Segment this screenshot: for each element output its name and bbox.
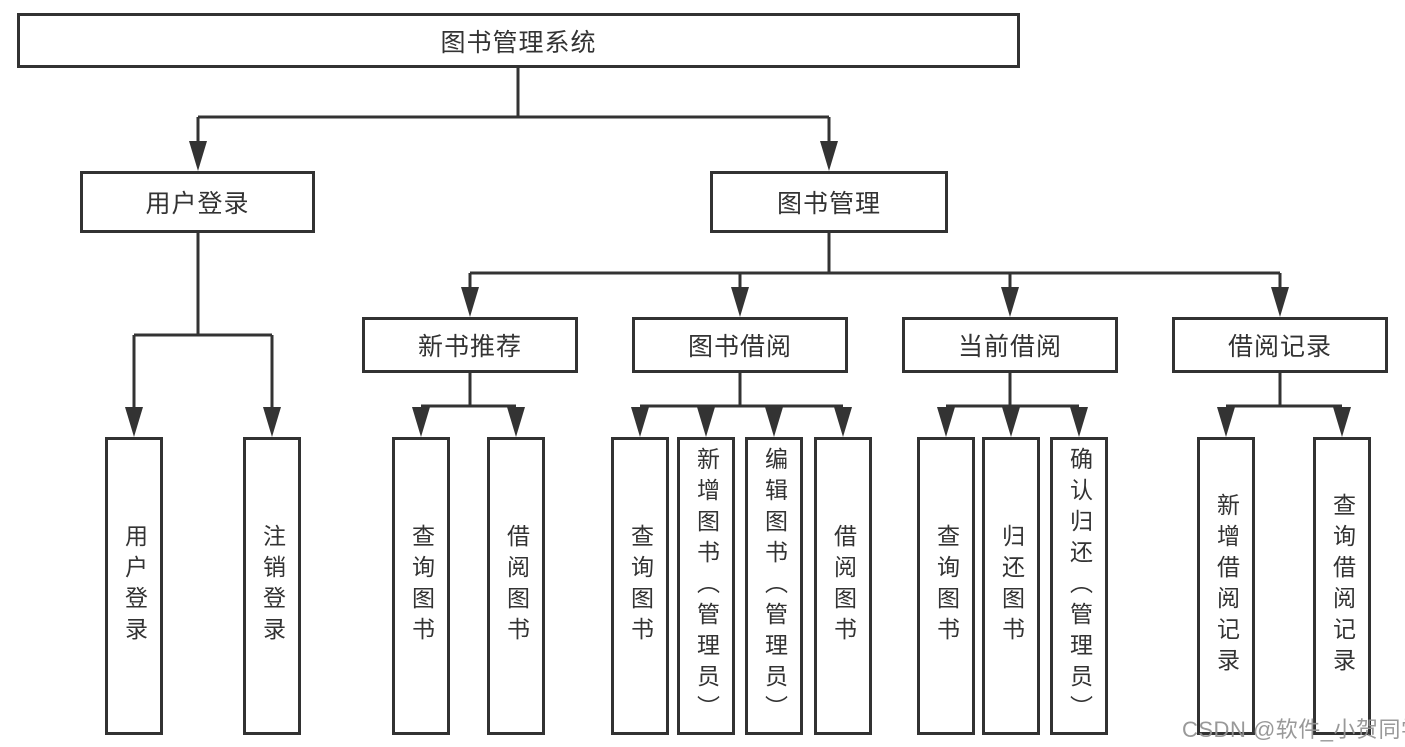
node-current-borrow: 当前借阅 (902, 317, 1118, 373)
leaf-query-books-borrow: 查询图书 (611, 437, 669, 735)
leaf-add-books-admin: 新增图书（管理员） (677, 437, 735, 735)
node-borrow-records: 借阅记录 (1172, 317, 1388, 373)
leaf-label: 查询图书 (408, 524, 435, 648)
leaf-label: 查询图书 (933, 524, 960, 648)
leaf-edit-books-admin: 编辑图书（管理员） (745, 437, 803, 735)
leaf-add-borrow-record: 新增借阅记录 (1197, 437, 1255, 735)
leaf-query-books-current: 查询图书 (917, 437, 975, 735)
leaf-borrow-books: 借阅图书 (814, 437, 872, 735)
leaf-query-books-recommend: 查询图书 (392, 437, 450, 735)
leaf-label: 借阅图书 (503, 524, 530, 648)
node-new-book-recommend: 新书推荐 (362, 317, 578, 373)
leaf-label: 确认归还（管理员） (1066, 446, 1093, 726)
leaf-return-books: 归还图书 (982, 437, 1040, 735)
node-book-management: 图书管理 (710, 171, 948, 233)
leaf-label: 注销登录 (259, 524, 286, 648)
leaf-label: 查询借阅记录 (1329, 493, 1356, 679)
leaf-label: 编辑图书（管理员） (761, 446, 788, 726)
leaf-confirm-return-admin: 确认归还（管理员） (1050, 437, 1108, 735)
leaf-label: 归还图书 (998, 524, 1025, 648)
leaf-logout-login: 注销登录 (243, 437, 301, 735)
leaf-borrow-books-recommend: 借阅图书 (487, 437, 545, 735)
watermark: CSDN @软件_小贺同学 (1182, 717, 1405, 742)
leaf-label: 新增借阅记录 (1213, 493, 1240, 679)
leaf-label: 查询图书 (627, 524, 654, 648)
node-user-login: 用户登录 (80, 171, 315, 233)
leaf-label: 新增图书（管理员） (693, 446, 720, 726)
node-book-borrow: 图书借阅 (632, 317, 848, 373)
leaf-query-borrow-record: 查询借阅记录 (1313, 437, 1371, 735)
node-root-system: 图书管理系统 (17, 13, 1020, 68)
leaf-label: 用户登录 (121, 524, 148, 648)
arrowhead-icons (125, 141, 1351, 437)
leaf-user-login: 用户登录 (105, 437, 163, 735)
leaf-label: 借阅图书 (830, 524, 857, 648)
